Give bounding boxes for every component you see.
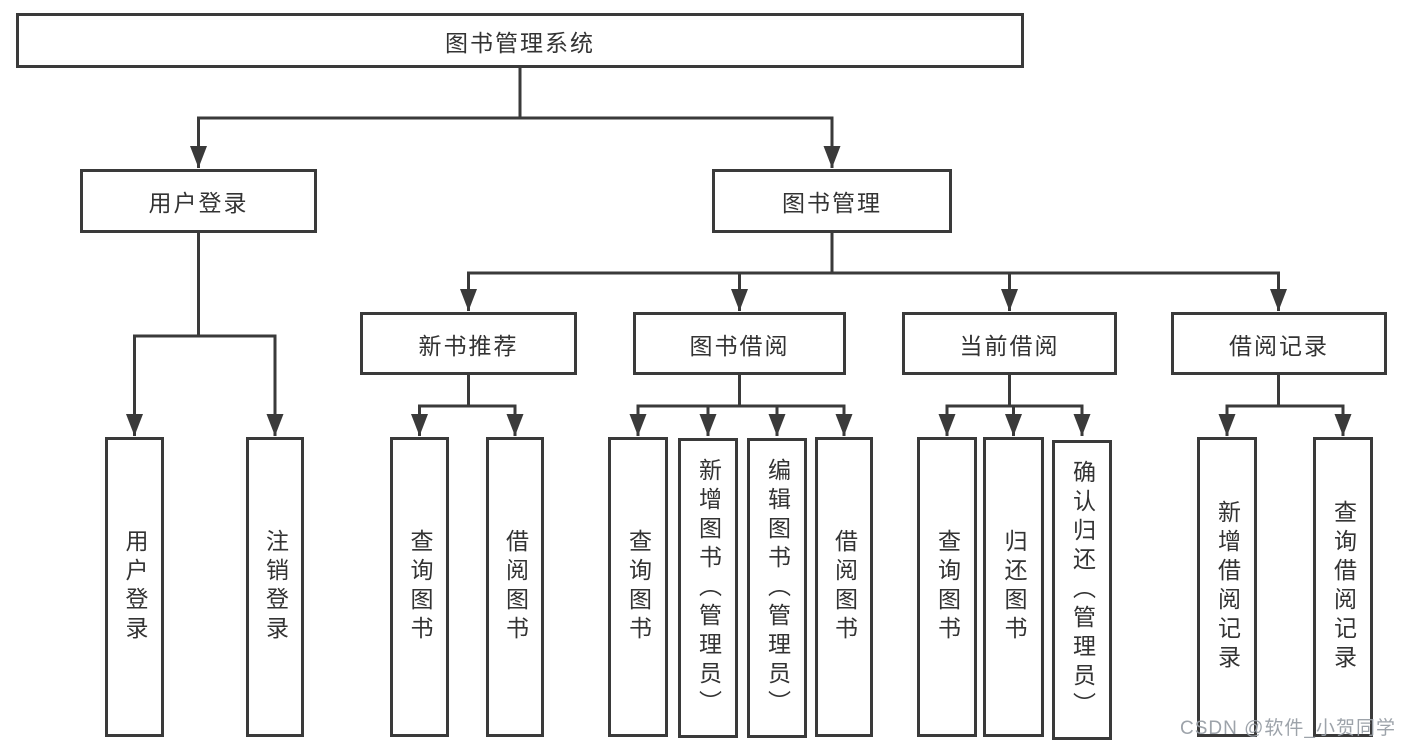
leaf-current-return-book-label: 归还图书 [1001, 529, 1027, 645]
connector-arrows [126, 118, 1352, 436]
leaf-records-add-record: 新增借阅记录 [1197, 437, 1257, 737]
leaf-logout-label: 注销登录 [262, 529, 289, 645]
leaf-recommend-query-book-label: 查询图书 [407, 529, 433, 645]
leaf-current-query-book: 查询图书 [917, 437, 977, 737]
leaf-user-login: 用户登录 [105, 437, 164, 737]
leaf-records-add-record-label: 新增借阅记录 [1214, 500, 1241, 674]
leaf-records-query-record: 查询借阅记录 [1313, 437, 1373, 737]
leaf-borrow-add-book-admin-label: 新增图书（管理员） [695, 457, 722, 719]
leaf-current-return-book: 归还图书 [983, 437, 1044, 737]
node-new-book-recommend-label: 新书推荐 [418, 332, 519, 359]
leaf-borrow-edit-book-admin-label: 编辑图书（管理员） [764, 457, 791, 719]
node-new-book-recommend: 新书推荐 [360, 312, 577, 375]
node-borrow-records: 借阅记录 [1171, 312, 1387, 375]
csdn-watermark: CSDN @软件_小贺同学 [1180, 718, 1396, 739]
node-book-borrow: 图书借阅 [633, 312, 846, 375]
node-current-borrow-label: 当前借阅 [959, 332, 1060, 359]
node-user-login-label: 用户登录 [148, 190, 249, 216]
leaf-current-query-book-label: 查询图书 [934, 529, 961, 645]
node-book-management: 图书管理 [712, 169, 952, 233]
connector-rails [133, 68, 1345, 408]
leaf-current-confirm-return-admin: 确认归还（管理员） [1052, 440, 1112, 740]
node-root-system: 图书管理系统 [16, 13, 1024, 68]
node-current-borrow: 当前借阅 [902, 312, 1117, 375]
node-borrow-records-label: 借阅记录 [1229, 332, 1329, 359]
leaf-recommend-borrow-book-label: 借阅图书 [502, 529, 529, 645]
leaf-borrow-borrow-book-label: 借阅图书 [831, 529, 858, 645]
leaf-records-query-record-label: 查询借阅记录 [1330, 500, 1357, 674]
leaf-recommend-query-book: 查询图书 [390, 437, 449, 737]
leaf-borrow-add-book-admin: 新增图书（管理员） [678, 438, 738, 738]
leaf-borrow-query-book: 查询图书 [608, 437, 668, 737]
leaf-logout: 注销登录 [246, 437, 304, 737]
leaf-current-confirm-return-admin-label: 确认归还（管理员） [1069, 459, 1096, 721]
leaf-recommend-borrow-book: 借阅图书 [486, 437, 544, 737]
node-book-management-label: 图书管理 [782, 190, 882, 216]
leaf-borrow-query-book-label: 查询图书 [625, 529, 652, 645]
leaf-borrow-borrow-book: 借阅图书 [815, 437, 873, 737]
leaf-user-login-label: 用户登录 [122, 529, 148, 645]
node-user-login: 用户登录 [80, 169, 317, 233]
leaf-borrow-edit-book-admin: 编辑图书（管理员） [747, 438, 807, 738]
node-book-borrow-label: 图书借阅 [689, 332, 790, 359]
node-root-system-label: 图书管理系统 [445, 29, 595, 56]
